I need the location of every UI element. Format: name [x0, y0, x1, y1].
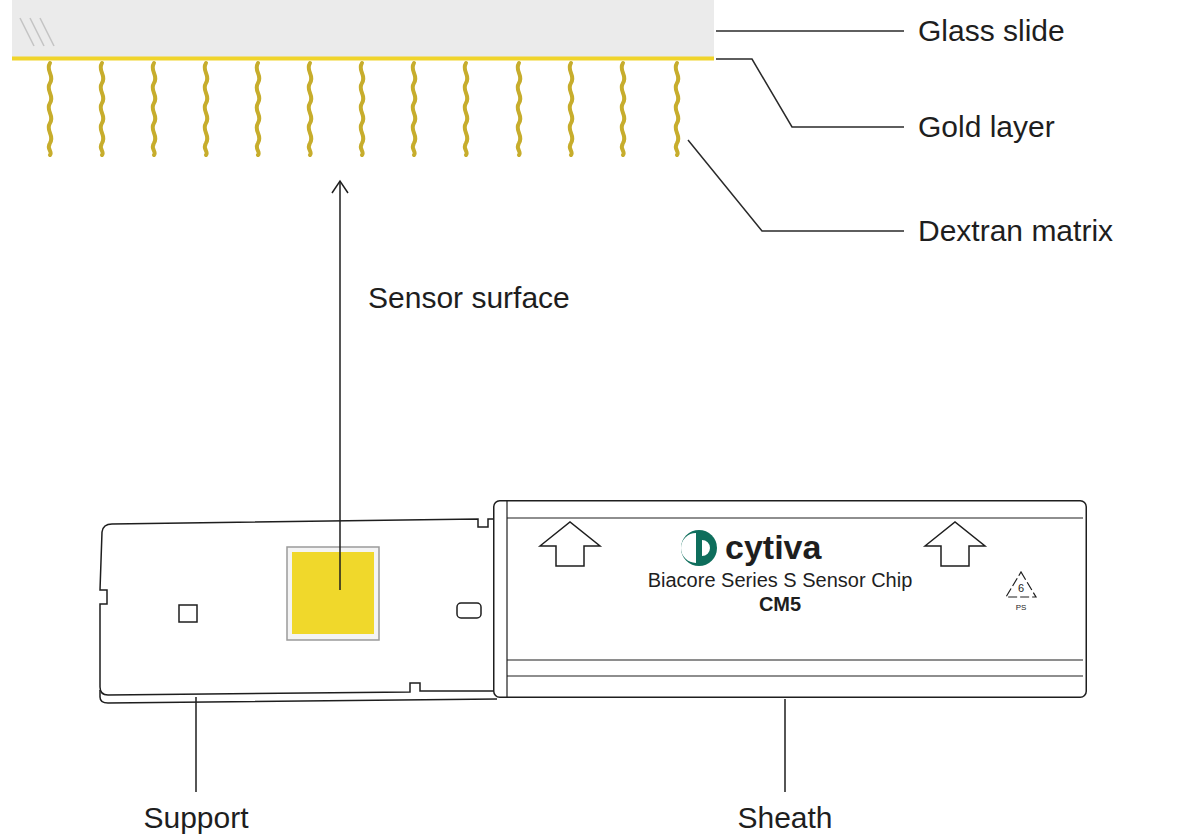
part-label: Dextran matrix	[918, 214, 1113, 249]
recycle-triangle	[1006, 572, 1036, 597]
brand-name: cytiva	[725, 529, 821, 566]
leader-lines	[688, 31, 904, 231]
recycle-code: 6	[1018, 582, 1024, 594]
sensor-frame	[287, 547, 379, 640]
support-plate	[100, 519, 497, 695]
sensor-surface	[292, 552, 374, 634]
sheath-edge	[507, 517, 1083, 518]
insert-arrow	[540, 522, 600, 566]
recycle-symbol: 6PS	[1000, 568, 1042, 614]
sheath-edge	[507, 659, 1083, 660]
glass-slide	[12, 0, 714, 57]
support-slot	[457, 603, 481, 618]
part-label: Gold layer	[918, 110, 1055, 145]
arrow-head	[332, 181, 348, 193]
pointer-arrow	[339, 182, 341, 590]
insert-arrow	[925, 522, 985, 566]
brand-logo	[681, 530, 717, 566]
sheath-edge	[506, 500, 507, 698]
leader-line	[195, 697, 197, 792]
chip-sheath: cytivaBiacore Series S Sensor ChipCM5 6PS	[493, 500, 1087, 698]
dextran-matrix	[49, 63, 679, 155]
gold-layer	[12, 57, 714, 61]
sheath-body	[494, 501, 1087, 698]
part-label: Sensor surface	[368, 281, 570, 316]
glass-hatch	[20, 18, 54, 46]
part-label: Glass slide	[918, 14, 1065, 49]
chip-type: CM5	[759, 593, 801, 615]
part-label: Sheath	[737, 801, 832, 835]
brand-logo	[681, 533, 710, 563]
support-hole	[179, 605, 197, 622]
leader-line	[784, 699, 786, 792]
part-label: Support	[143, 801, 248, 835]
sheath-edge	[507, 675, 1083, 676]
material-code: PS	[1016, 604, 1027, 613]
product-name: Biacore Series S Sensor Chip	[648, 569, 913, 591]
